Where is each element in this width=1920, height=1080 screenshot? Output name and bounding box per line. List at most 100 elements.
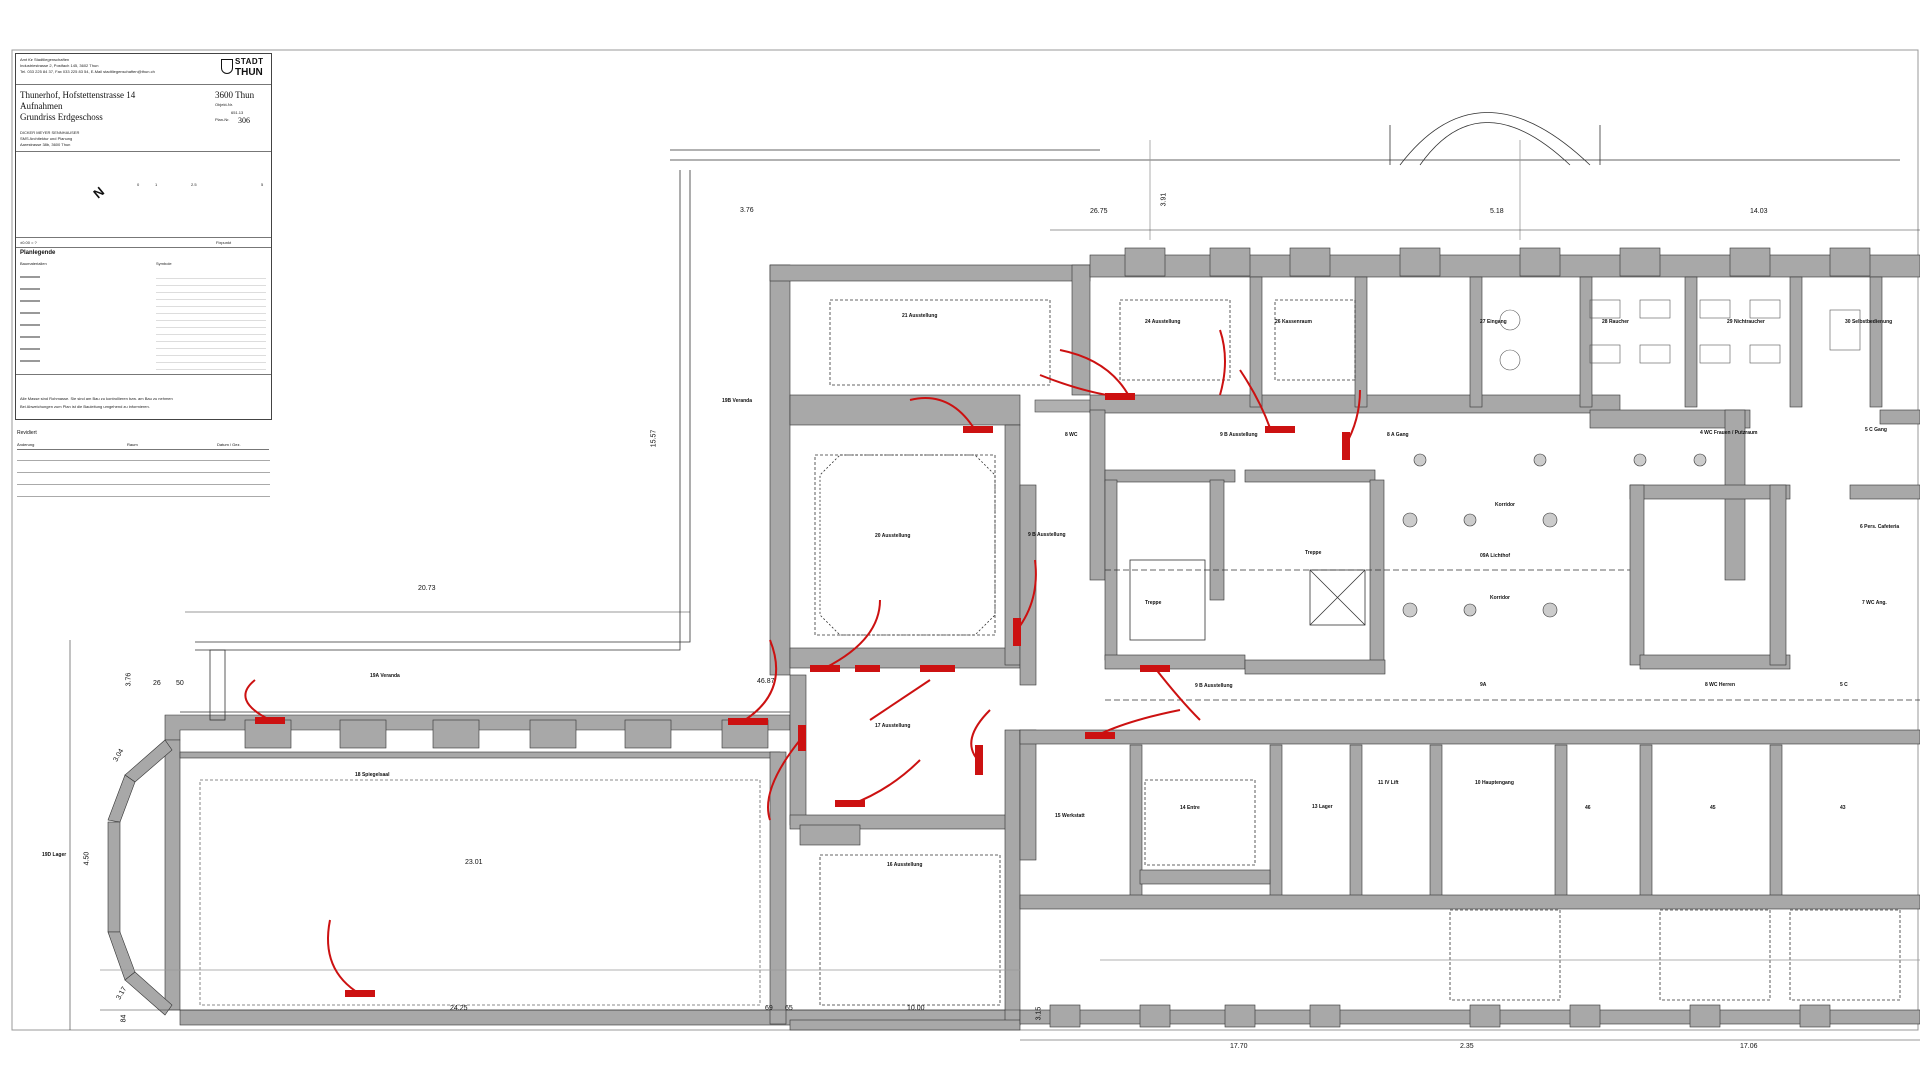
room-label: 45 [1710,805,1716,811]
dimension-label: 4.50 [83,851,91,866]
room-label: 8 WC [1065,432,1078,438]
room-label: 19D Lager [42,852,67,858]
level-right: Fixpunkt [216,240,232,245]
dimension-label: 24.25 [450,1005,468,1012]
red-arrows [244,329,1361,995]
scale-tick-0: 0 [137,182,140,187]
scale-tick-1: 1 [155,182,158,187]
room-label: 13 Lager [1312,804,1333,810]
scale-tick-2: 2.5 [191,182,197,187]
note-line-2: Bei Abweichungen zum Plan ist die Baulei… [20,404,150,409]
authority-contact: Tel. 033 225 84 37, Fax 033 225 83 54, E… [20,69,155,74]
dimension-label: 3.91 [1160,192,1168,207]
room-label: 19A Veranda [370,673,400,679]
dimension-label: 65 [785,1005,793,1012]
room-label: 8 A Gang [1387,432,1409,438]
room-label: 11 IV Lift [1378,780,1399,786]
room-label: Korridor [1490,595,1510,601]
architect-name: DICKER MEYER SENNHAUSER [20,130,80,135]
logo-text-stadt: STADT [235,57,264,66]
plan-no: 306 [238,116,250,125]
room-label: 10 Hauptengang [1475,780,1514,786]
shield-icon [221,59,233,74]
room-label: 09A Lichthof [1480,553,1511,559]
dimension-label: 5.18 [1490,208,1504,215]
room-label: 19B Veranda [722,398,753,404]
room-label: Treppe [1145,600,1162,606]
dimension-label: 46.87 [757,678,775,685]
revision-col-room: Raum [127,442,138,447]
dimension-label: 69 [765,1005,773,1012]
room-label: 9A [1480,682,1487,688]
dimension-label: 17.06 [1740,1043,1758,1050]
project-title: Thunerhof, Hofstettenstrasse 14 Aufnahme… [20,90,135,123]
survey-label: Aufnahmen [20,101,63,111]
dimension-lines [69,229,1920,1041]
revision-col-date: Datum / Gez. [217,442,241,447]
room-label: 26 Kassenraum [1275,319,1312,325]
columns [1402,453,1707,618]
dimension-label: 17.70 [1230,1043,1248,1050]
dimension-label: 26 [153,680,161,687]
legend-symbol-list [156,272,266,372]
legend-symbols-heading: Symbole [156,261,172,266]
dimension-label: 15.57 [650,429,658,448]
dimension-label: 3.15 [1035,1006,1043,1021]
north-label: N [90,183,108,202]
dimension-label: 14.03 [1750,208,1768,215]
room-label: 15 Werkstatt [1055,813,1085,819]
dimension-label: 50 [176,680,184,687]
room-label: 20 Ausstellung [875,533,911,539]
dimension-label: 23.01 [465,859,483,866]
room-label: 9 B Ausstellung [1220,432,1258,438]
legend-materials-heading: Baumaterialien [20,261,47,266]
dimension-label: 20.73 [418,585,436,592]
level-left: ±0.00 = ? [20,240,37,245]
room-label: 18 Spiegelsaal [355,772,390,778]
room-label: 5 C [1840,682,1848,688]
room-label: 9 B Ausstellung [1028,532,1066,538]
project-name: Thunerhof, Hofstettenstrasse 14 [20,90,136,100]
dimension-label: 3.76 [125,672,133,687]
note-line-1: Alle Masse sind Rohmasse. Sie sind am Ba… [20,396,173,401]
room-label: 46 [1585,805,1591,811]
plan-no-label: Plan-Nr. [215,117,230,122]
scale-tick-3: 5 [261,182,264,187]
revision-heading: Revidiert [17,430,37,436]
revision-col-change: Änderung [17,442,35,447]
logo-text-thun: THUN [235,67,263,78]
room-label: 7 WC Ang. [1862,600,1887,606]
authority-name: Amt für Stadtliegenschaften [20,57,70,62]
room-label: 6 Pers. Cafeteria [1860,524,1900,530]
authority-address: Industriestrasse 2, Postfach 145, 3602 T… [20,63,99,68]
room-label: 43 [1840,805,1846,811]
room-label: Korridor [1495,502,1515,508]
revision-columns: Änderung Raum Datum / Gez. [17,442,269,450]
room-label: 21 Ausstellung [902,313,938,319]
project-city: 3600 Thun [215,90,255,100]
room-label: 8 WC Herren [1705,682,1736,688]
furniture [1499,299,1861,371]
dimension-label: 84 [120,1014,128,1023]
room-label: Treppe [1305,550,1322,556]
room-label: 5 C Gang [1865,427,1887,433]
architect-company: SMS Architektur und Planung [20,136,73,141]
drawing-name: Grundriss Erdgeschoss [20,112,103,122]
object-no: 651.13 [231,110,244,115]
room-label: 29 Nichtraucher [1727,319,1765,325]
dimension-label: 10.00 [907,1005,925,1012]
room-label: 27 Eingang [1480,319,1507,325]
object-no-label: Objekt-Nr. [215,102,234,107]
revision-block: Revidiert Änderung Raum Datum / Gez. [15,430,270,498]
room-label: 30 Selbstbedienung [1845,319,1893,325]
room-label: 4 WC Frauen / Putzraum [1700,430,1758,436]
room-label: 17 Ausstellung [875,723,911,729]
architect-address: Aarestrasse 38b, 3600 Thun [20,142,71,147]
room-label: 14 Entre [1180,805,1200,811]
title-block: Amt für Stadtliegenschaften Industriestr… [15,53,272,420]
interior-lines [100,112,1920,1006]
room-label: 9 B Ausstellung [1195,683,1233,689]
room-label: 16 Ausstellung [887,862,923,868]
room-label: 24 Ausstellung [1145,319,1181,325]
